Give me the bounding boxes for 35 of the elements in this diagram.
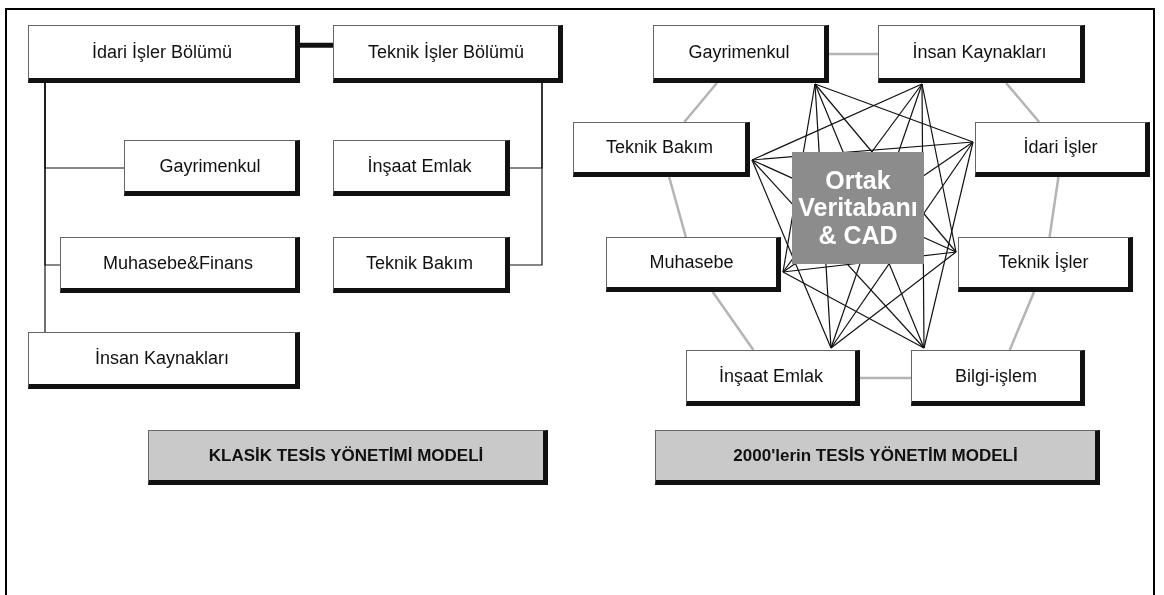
department-box: İnşaat Emlak	[333, 140, 510, 196]
connector-line	[751, 83, 923, 161]
department-box: İdari İşler Bölümü	[28, 25, 300, 83]
department-box: Gayrimenkul	[124, 140, 300, 196]
connector-line	[509, 82, 543, 266]
department-box: Gayrimenkul	[653, 25, 829, 83]
connector-line	[860, 376, 911, 380]
department-box: İdari İşler	[975, 122, 1150, 177]
department-box: Muhasebe&Finans	[60, 237, 300, 293]
model-title-banner: 2000'lerin TESİS YÖNETİM MODELİ	[655, 430, 1100, 485]
department-box: İnşaat Emlak	[686, 350, 860, 406]
connector-line	[814, 83, 974, 143]
connector-line	[1048, 176, 1060, 238]
connector-line	[923, 141, 974, 349]
department-box: İnsan Kaynakları	[878, 25, 1085, 83]
connector-line	[829, 52, 878, 56]
connector-line	[683, 82, 718, 123]
connector-line	[44, 82, 46, 333]
department-box: Bilgi-işlem	[911, 350, 1085, 406]
connector-line	[711, 291, 755, 351]
department-box: Teknik Bakım	[573, 122, 750, 177]
department-box: Teknik İşler	[958, 237, 1133, 292]
department-box: Teknik İşler Bölümü	[333, 25, 563, 83]
connector-line	[300, 42, 333, 48]
connector-line	[1008, 291, 1036, 351]
department-box: İnsan Kaynakları	[28, 332, 300, 389]
connector-line	[782, 271, 925, 349]
connector-line	[830, 251, 957, 349]
department-box: Muhasebe	[606, 237, 781, 292]
connector-line	[1005, 82, 1041, 123]
department-box: Teknik Bakım	[333, 237, 510, 293]
connector-line	[751, 159, 832, 349]
database-label: Ortak Veritabanı & CAD	[792, 152, 924, 264]
model-title-banner: KLASİK TESİS YÖNETİMİ MODELİ	[148, 430, 548, 485]
connector-line	[667, 176, 688, 238]
